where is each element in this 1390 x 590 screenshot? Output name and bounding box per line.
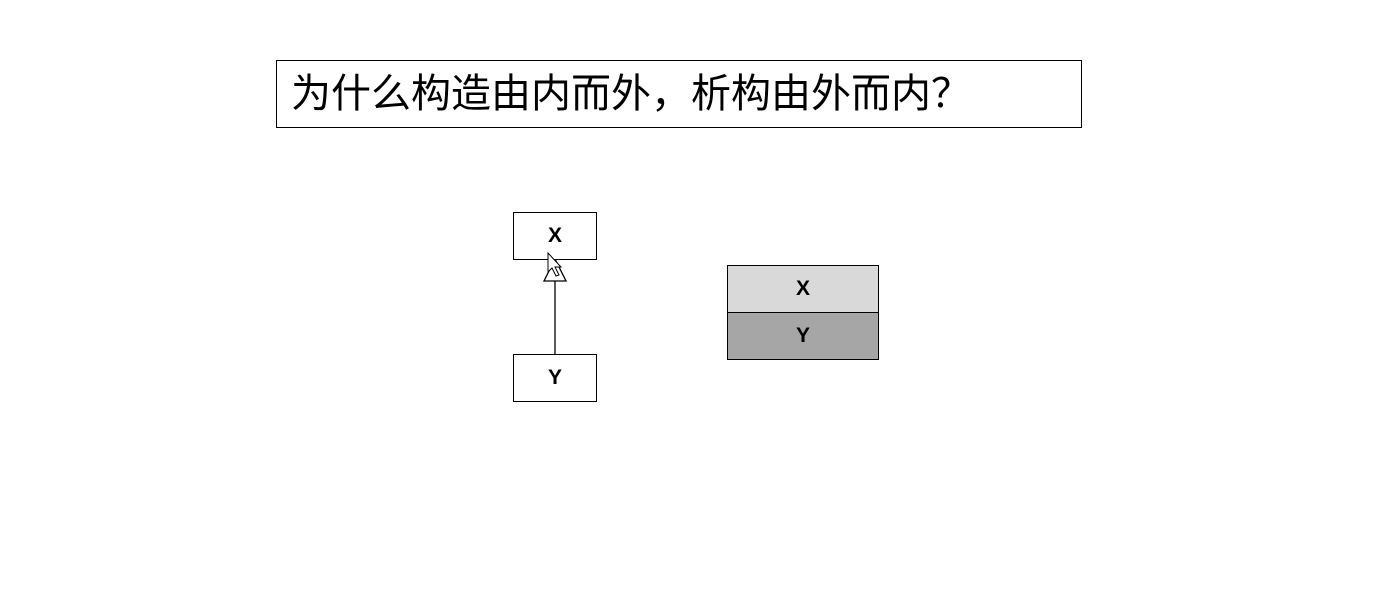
title-text: 为什么构造由内而外，析构由外而内？ bbox=[291, 71, 971, 117]
layout-part-y: Y bbox=[727, 312, 879, 360]
class-label-x: X bbox=[547, 224, 562, 247]
layout-label-y: Y bbox=[795, 324, 810, 347]
class-box-y: Y bbox=[513, 354, 597, 402]
class-box-x: X bbox=[513, 212, 597, 260]
class-label-y: Y bbox=[547, 366, 562, 389]
layout-label-x: X bbox=[795, 277, 810, 300]
slide-title: 为什么构造由内而外，析构由外而内？ bbox=[276, 60, 1082, 128]
